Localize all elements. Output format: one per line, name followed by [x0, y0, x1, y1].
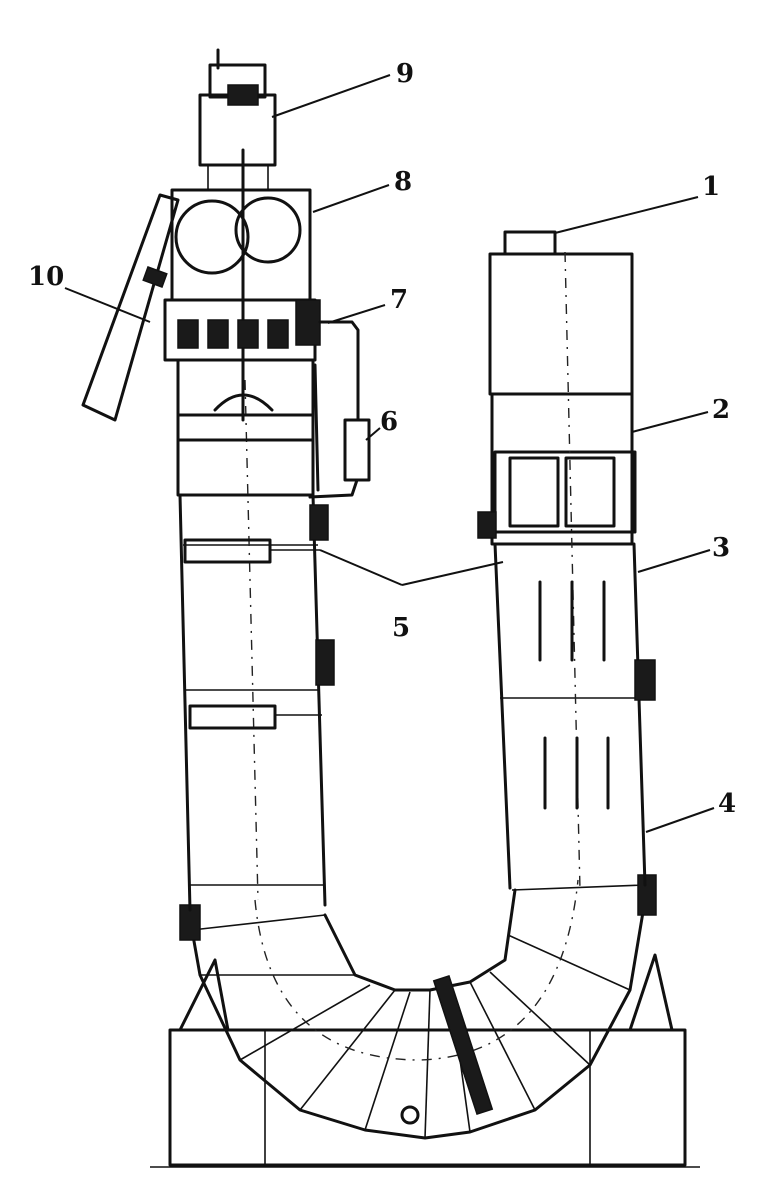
u-bend: [179, 874, 657, 1140]
side-chute: [81, 193, 180, 422]
left-head-chamber: [163, 148, 321, 422]
label-6: 6: [380, 407, 398, 437]
label-8: 8: [394, 167, 412, 197]
connecting-pipe: [308, 320, 371, 499]
leader-lines: [64, 74, 715, 833]
foundation: [150, 953, 700, 1168]
label-1: 1: [702, 172, 720, 202]
label-5: 5: [392, 613, 410, 643]
label-4: 4: [718, 789, 736, 819]
label-7: 7: [390, 285, 408, 315]
label-10: 10: [28, 262, 64, 292]
label-9: 9: [396, 59, 414, 89]
right-column: [477, 230, 656, 891]
part-labels: 1 2 3 4 5 6 7 8 9 10: [28, 59, 736, 819]
label-2: 2: [712, 395, 730, 425]
top-drive-unit: [198, 48, 277, 190]
left-column: [176, 358, 335, 912]
label-3: 3: [712, 533, 730, 563]
